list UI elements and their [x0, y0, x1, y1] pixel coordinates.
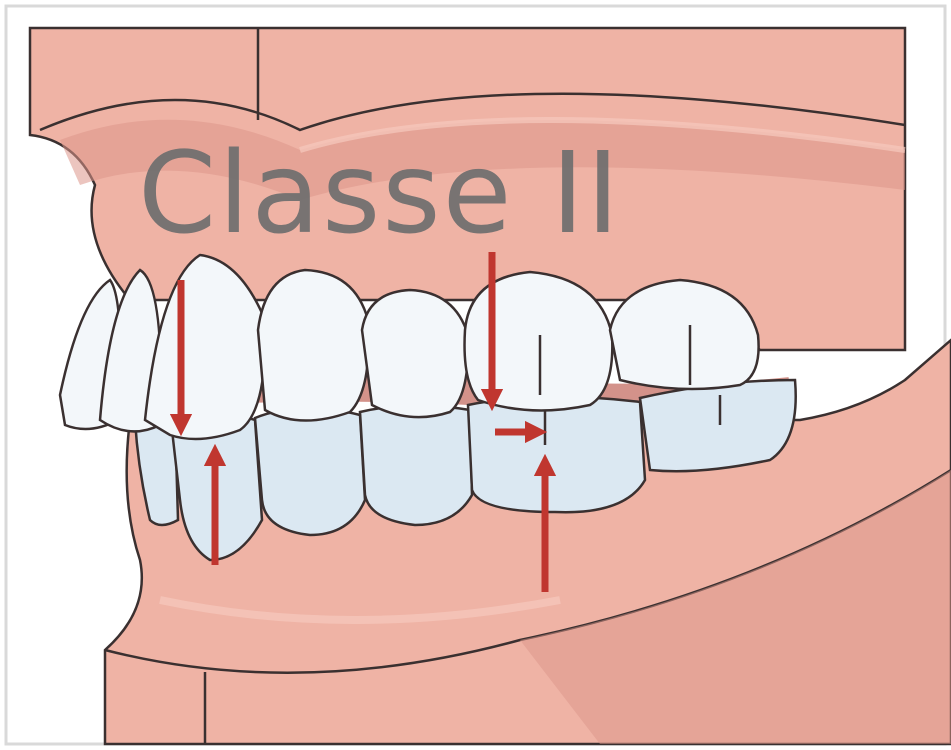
diagram-title: Classe II: [138, 129, 621, 259]
upper-premolar-1: [258, 270, 369, 421]
lower-molar-2: [640, 380, 796, 471]
lower-premolar-1: [255, 408, 365, 535]
lower-molar-1: [468, 397, 645, 513]
lower-premolar-2: [360, 405, 472, 525]
upper-premolar-2: [362, 290, 468, 417]
